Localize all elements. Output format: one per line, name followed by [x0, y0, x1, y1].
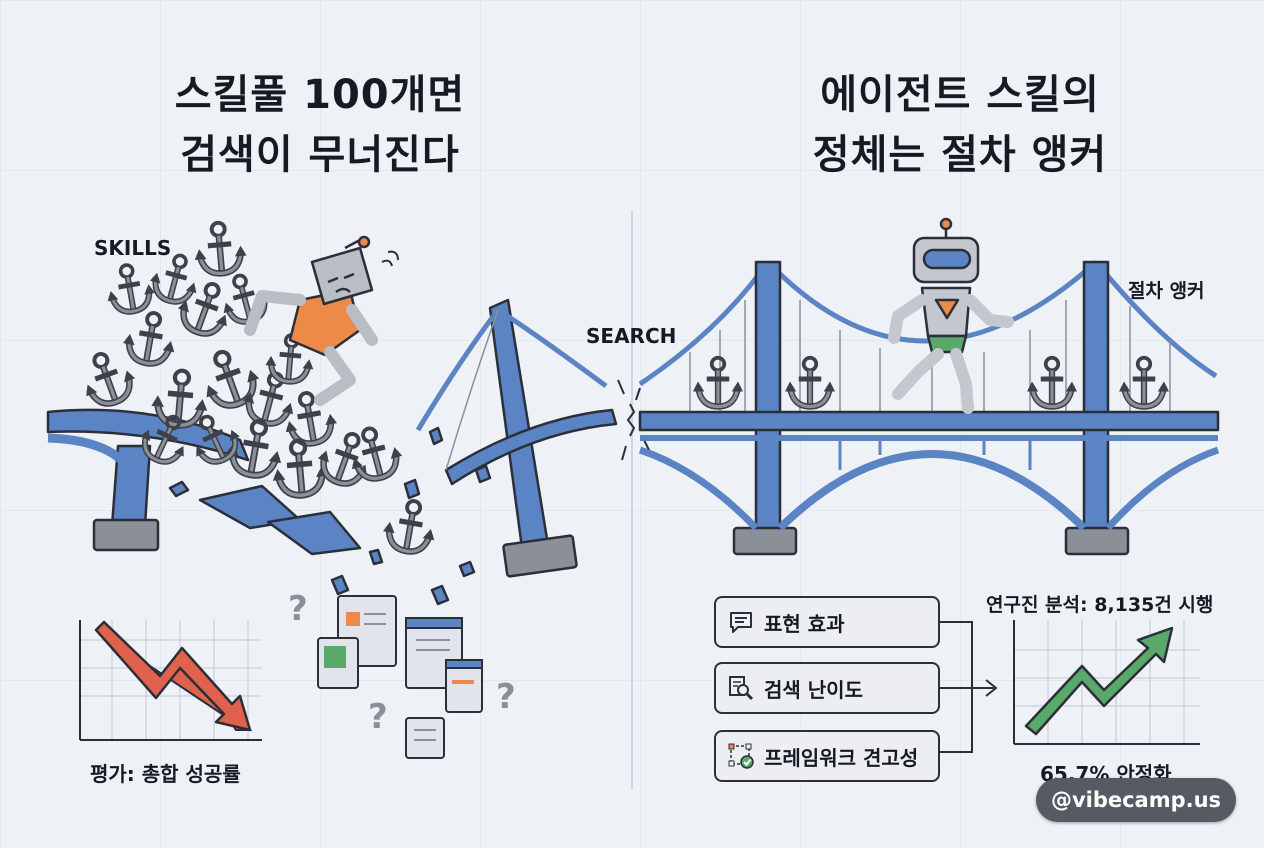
eval-label: 평가: 총합 성공률: [90, 762, 241, 786]
factor-label: 검색 난이도: [764, 677, 863, 702]
right-pier-base: [502, 534, 578, 578]
research-label: 연구진 분석: 8,135건 시행: [986, 594, 1214, 616]
question-mark-3: ?: [496, 677, 516, 717]
factor-label: 프레임워크 견고성: [764, 745, 919, 770]
bridge-tower-left: [754, 260, 782, 542]
factor-framework-robustness: 프레임워크 견고성: [714, 730, 940, 782]
left-title: 스킬풀 100개면 검색이 무너진다: [60, 65, 580, 185]
falling-deck-2: [266, 510, 362, 556]
rising-chart: [1013, 620, 1200, 745]
search-doc-icon: [729, 676, 754, 701]
declining-chart: [79, 620, 262, 741]
left-title-line2: 검색이 무너진다: [180, 132, 460, 178]
bridge-tower-right: [1082, 260, 1110, 542]
bridge-deck: [638, 410, 1220, 432]
right-title-line2: 정체는 절차 앵커: [812, 132, 1108, 178]
up-arrow: [1024, 626, 1174, 736]
skills-label: SKILLS: [94, 236, 172, 260]
watermark-badge[interactable]: @vibecamp.us: [1036, 778, 1236, 822]
falling-robot: [244, 235, 399, 406]
right-title-line1: 에이전트 스킬의: [820, 72, 1100, 118]
question-mark-2: ?: [368, 697, 388, 737]
left-arch: [47, 433, 134, 473]
framework-check-icon: [728, 743, 754, 769]
question-mark-1: ?: [288, 589, 308, 629]
message-icon: [730, 612, 752, 633]
stable-bridge: [638, 260, 1220, 556]
walking-robot: [888, 217, 1014, 414]
left-title-line1: 스킬풀 100개면: [174, 72, 466, 118]
anchor-label: 절차 앵커: [1128, 280, 1205, 302]
left-pier-base: [92, 518, 160, 552]
search-label: SEARCH: [586, 324, 677, 348]
factor-connectors: [940, 621, 998, 753]
scattered-documents: [317, 595, 483, 759]
factor-retrieval-difficulty: 검색 난이도: [714, 662, 940, 714]
factor-representation: 표현 효과: [714, 596, 940, 648]
right-deck-piece: [444, 408, 618, 486]
factor-label: 표현 효과: [764, 611, 845, 636]
right-title: 에이전트 스킬의 정체는 절차 앵커: [700, 65, 1220, 185]
